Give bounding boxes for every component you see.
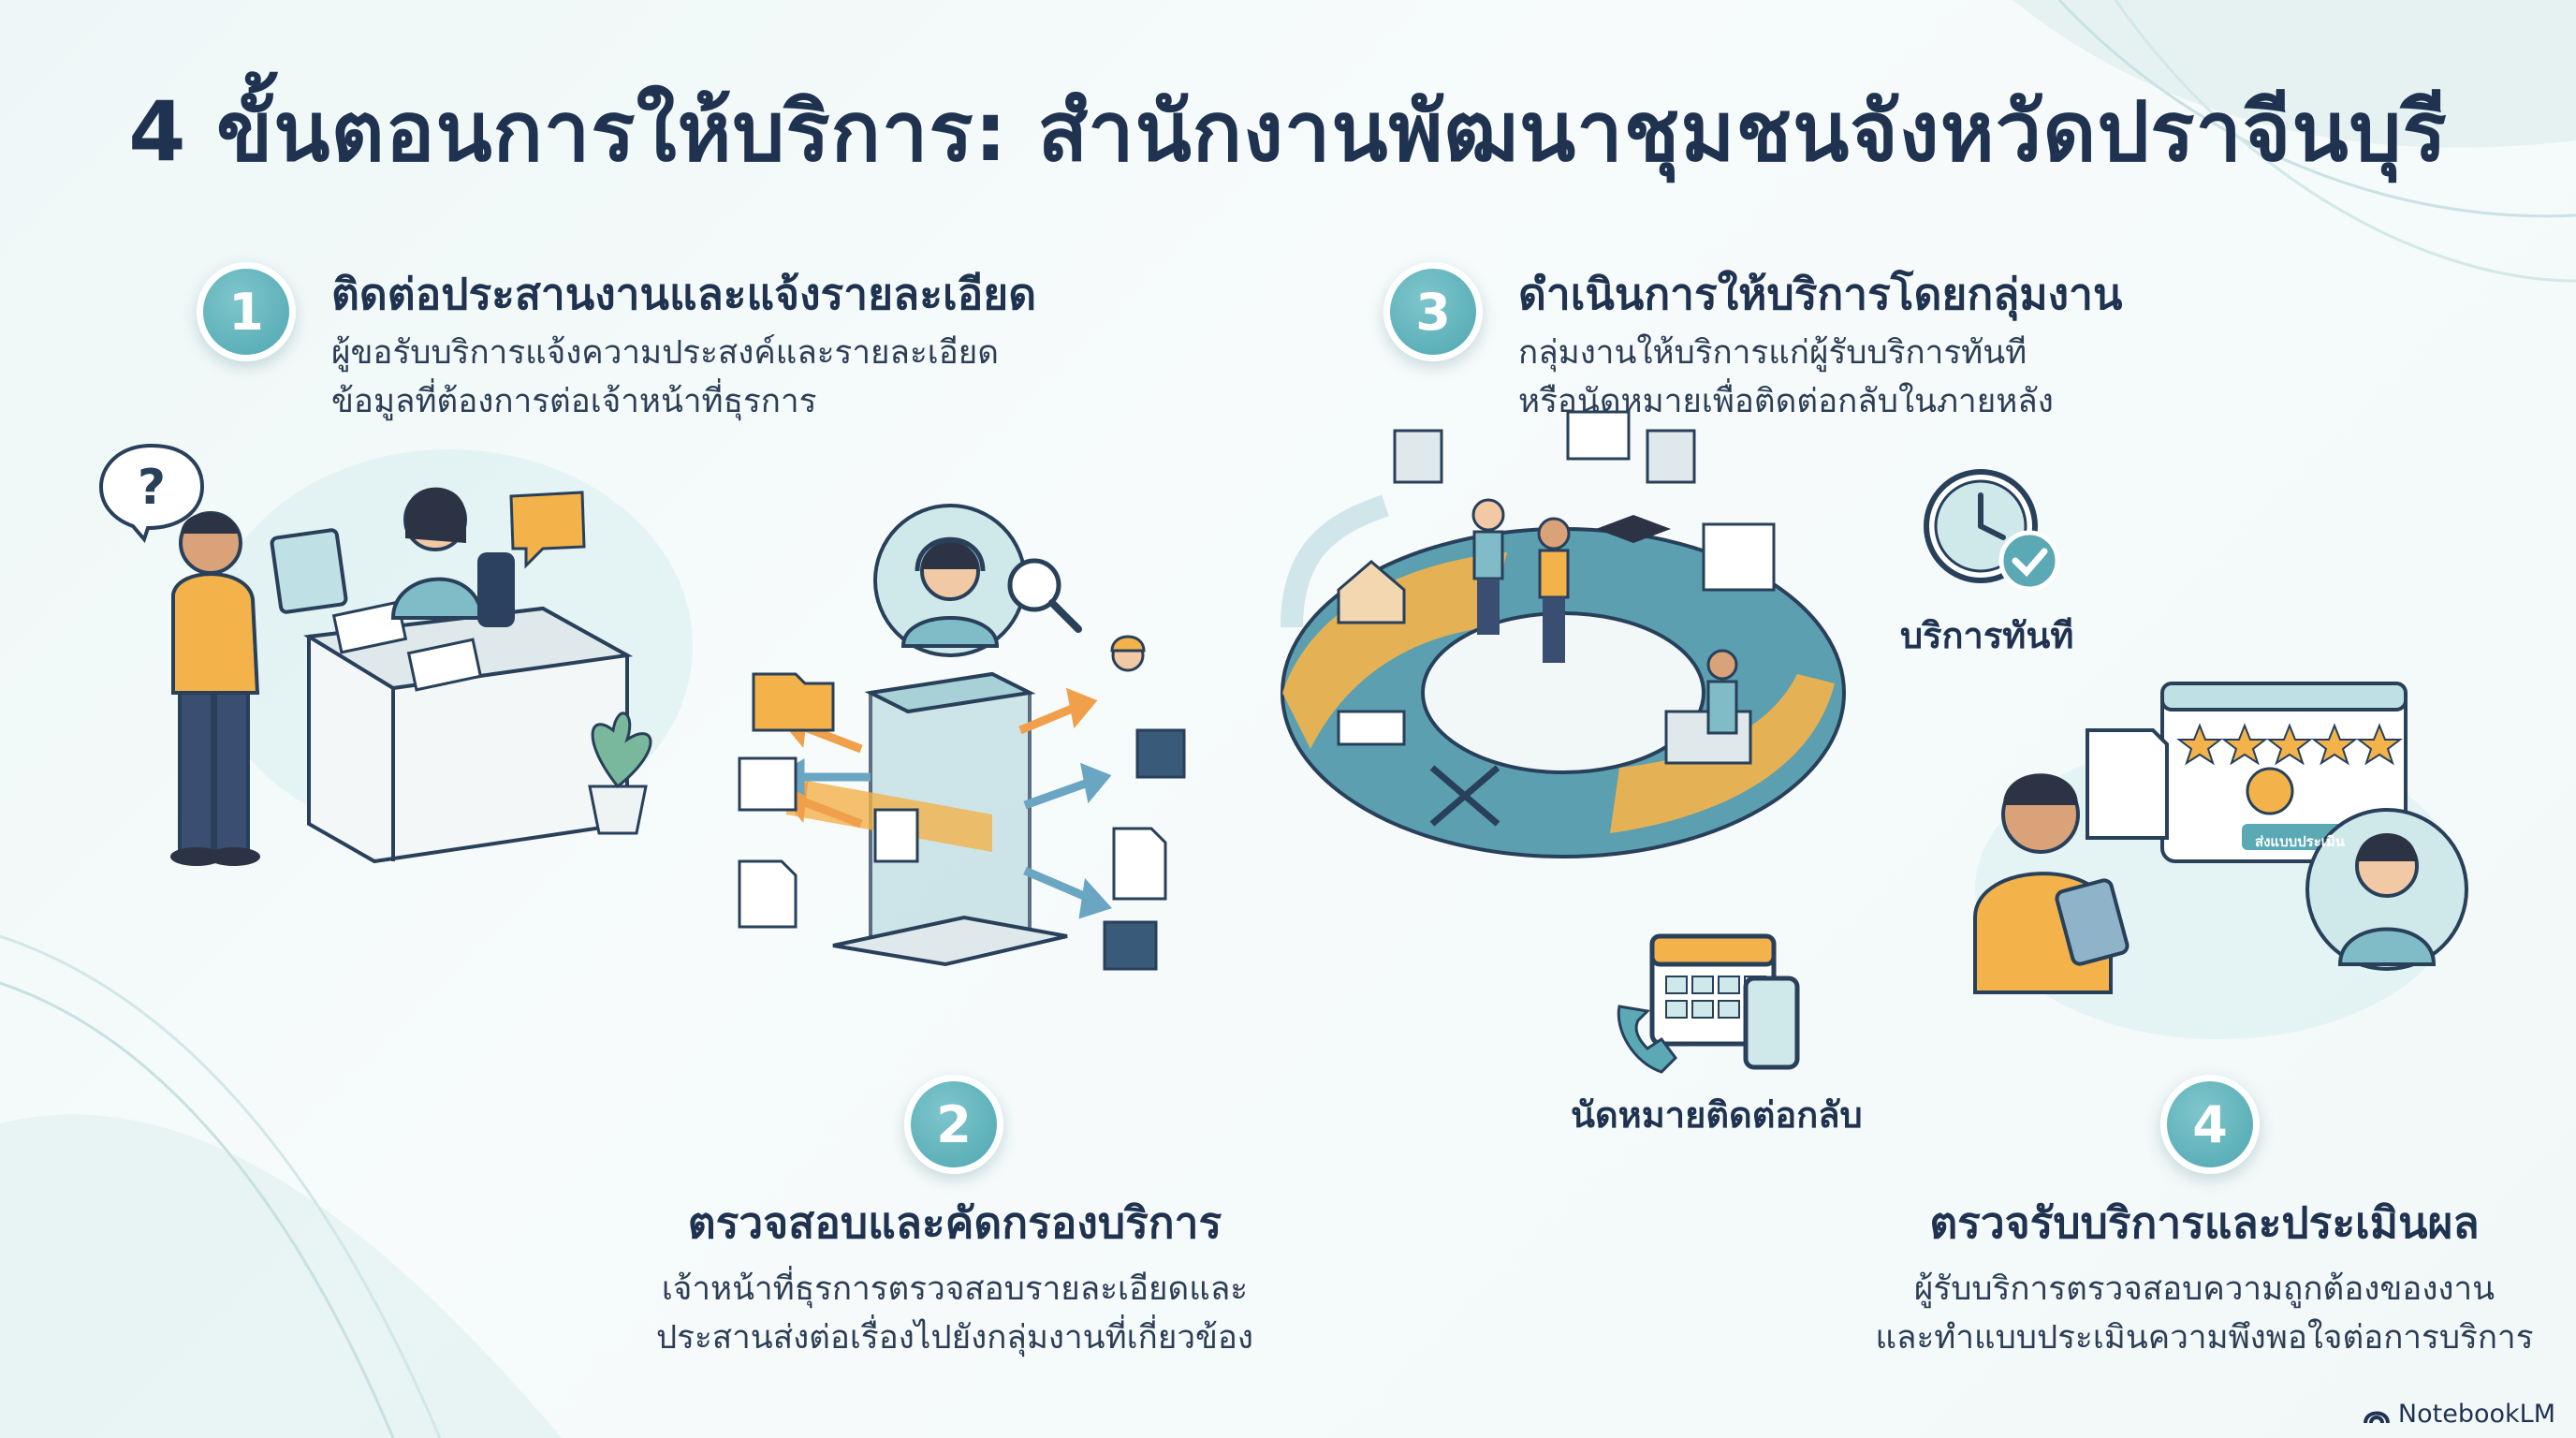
step-1-header: 1 ติดต่อประสานงานและแจ้งรายละเอียด ผู้ขอ… (197, 262, 1036, 426)
question-mark-icon: ? (98, 443, 205, 543)
brand-label: NotebookLM (2397, 1400, 2555, 1429)
step-2-text: ตรวจสอบและคัดกรองบริการ เจ้าหน้าที่ธุรกา… (580, 1189, 1329, 1362)
service-ring-illustration (1281, 410, 1846, 858)
routing-hub-illustration (738, 504, 1186, 971)
step-1-heading: ติดต่อประสานงานและแจ้งรายละเอียด (331, 269, 1037, 319)
step-3-heading: ดำเนินการให้บริการโดยกลุ่มงาน (1518, 269, 2123, 319)
step-1-body-line-1: ผู้ขอรับบริการแจ้งความประสงค์และรายละเอี… (331, 334, 999, 372)
notebooklm-brand: NotebookLM (2363, 1400, 2555, 1429)
immediate-service-label: บริการทันที (1900, 615, 2074, 656)
reception-desk-illustration (170, 449, 693, 866)
step-4-body-line-2: และทำแบบประเมินความพึงพอใจต่อการบริการ (1875, 1319, 2534, 1357)
step-2-body-line-2: ประสานส่งต่อเรื่องไปยังกลุ่มงานที่เกี่ยว… (655, 1319, 1254, 1357)
step-3-body-line-1: กลุ่มงานให้บริการแก่ผู้รับบริการทันที (1518, 334, 2027, 372)
step-2-body-line-1: เจ้าหน้าที่ธุรการตรวจสอบรายละเอียดและ (661, 1270, 1249, 1308)
step-1-number: 1 (197, 262, 296, 361)
evaluation-illustration (1973, 682, 2468, 1039)
chat-bubble-icon (509, 491, 586, 569)
step-2-heading: ตรวจสอบและคัดกรองบริการ (687, 1197, 1222, 1248)
step-3-number: 3 (1383, 262, 1483, 361)
step-2-number: 2 (904, 1075, 1003, 1174)
step-3-header: 3 ดำเนินการให้บริการโดยกลุ่มงาน กลุ่มงาน… (1383, 262, 2122, 426)
rating-button[interactable]: ส่งแบบประเมิน (2254, 833, 2346, 850)
appointment-callback-label: นัดหมายติดต่อกลับ (1571, 1094, 1863, 1136)
step-1-body-line-2: ข้อมูลที่ต้องการต่อเจ้าหน้าที่ธุรการ (331, 383, 817, 420)
clock-check-icon (1924, 469, 2060, 592)
step-4-text: ตรวจรับบริการและประเมินผล ผู้รับบริการตร… (1835, 1189, 2574, 1362)
step-4-number: 4 (2160, 1075, 2260, 1174)
step-4-body-line-1: ผู้รับบริการตรวจสอบความถูกต้องของงาน (1913, 1270, 2496, 1308)
svg-text:?: ? (138, 460, 166, 516)
page-title: 4 ขั้นตอนการให้บริการ: สำนักงานพัฒนาชุมช… (128, 83, 2448, 180)
appointment-illustration (1617, 933, 1800, 1074)
notebooklm-logo-icon (2363, 1411, 2390, 1423)
step-4-heading: ตรวจรับบริการและประเมินผล (1929, 1197, 2480, 1248)
